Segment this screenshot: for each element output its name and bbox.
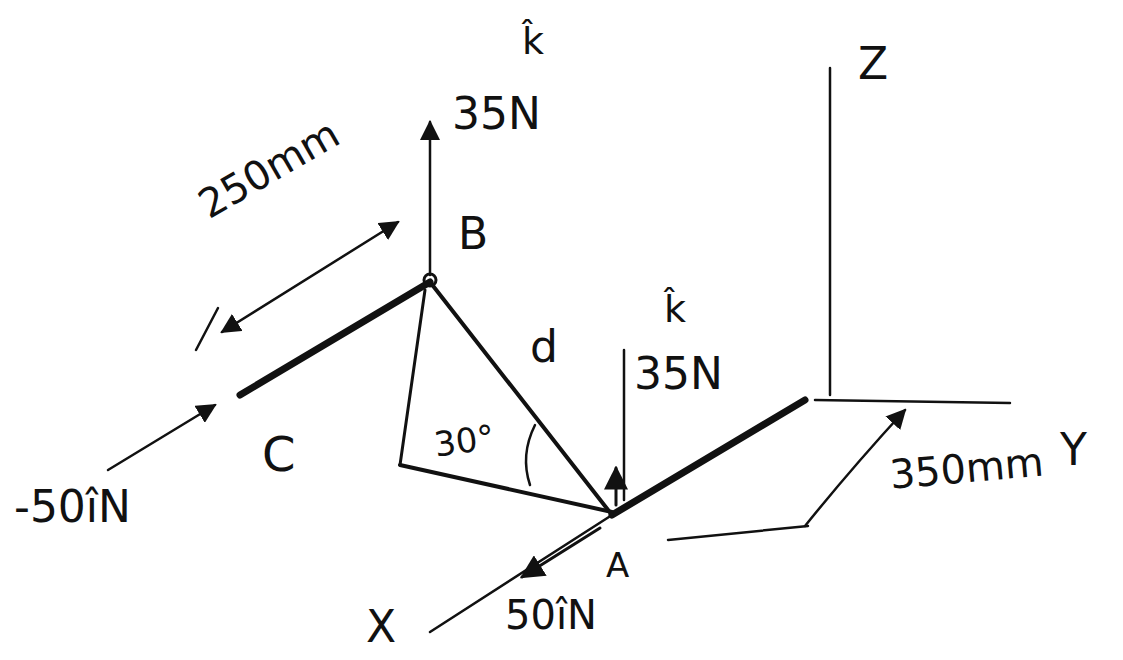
- member-ab: [430, 282, 612, 515]
- diagram-label: k̂: [664, 290, 686, 328]
- diagram-label: Z: [858, 42, 888, 86]
- force-arrow: [429, 122, 432, 275]
- extension-line: [196, 308, 218, 350]
- y-axis: [815, 400, 1010, 403]
- diagram-label: -50îN: [14, 485, 131, 529]
- diagram-label: 50îN: [505, 595, 597, 635]
- diagram-label: C: [262, 430, 296, 478]
- diagram-label: X: [366, 605, 396, 649]
- angle-arc: [526, 425, 535, 485]
- force-arrow: [108, 405, 215, 470]
- member-bc: [240, 282, 430, 395]
- member-oa: [612, 400, 805, 515]
- diagram-label: Y: [1060, 428, 1087, 472]
- diagram-label: 35N: [452, 92, 541, 136]
- force-line: [623, 350, 626, 500]
- diagram-label: 30°: [432, 420, 496, 462]
- diagram-label: d: [530, 325, 558, 369]
- member-b-down: [400, 290, 425, 465]
- diagram-label: B: [458, 212, 488, 256]
- diagram-label: A: [606, 548, 629, 582]
- extension-line: [668, 526, 808, 540]
- force-arrow: [522, 528, 600, 577]
- diagram-label: 250mm: [192, 113, 346, 225]
- diagram-label: 35N: [634, 352, 723, 396]
- diagram-label: k̂: [522, 22, 544, 60]
- dimension-arrow: [222, 222, 398, 332]
- z-axis: [829, 68, 832, 395]
- force-arrow: [615, 468, 618, 505]
- member-base: [400, 465, 612, 512]
- diagram-label: 350mm: [888, 442, 1045, 495]
